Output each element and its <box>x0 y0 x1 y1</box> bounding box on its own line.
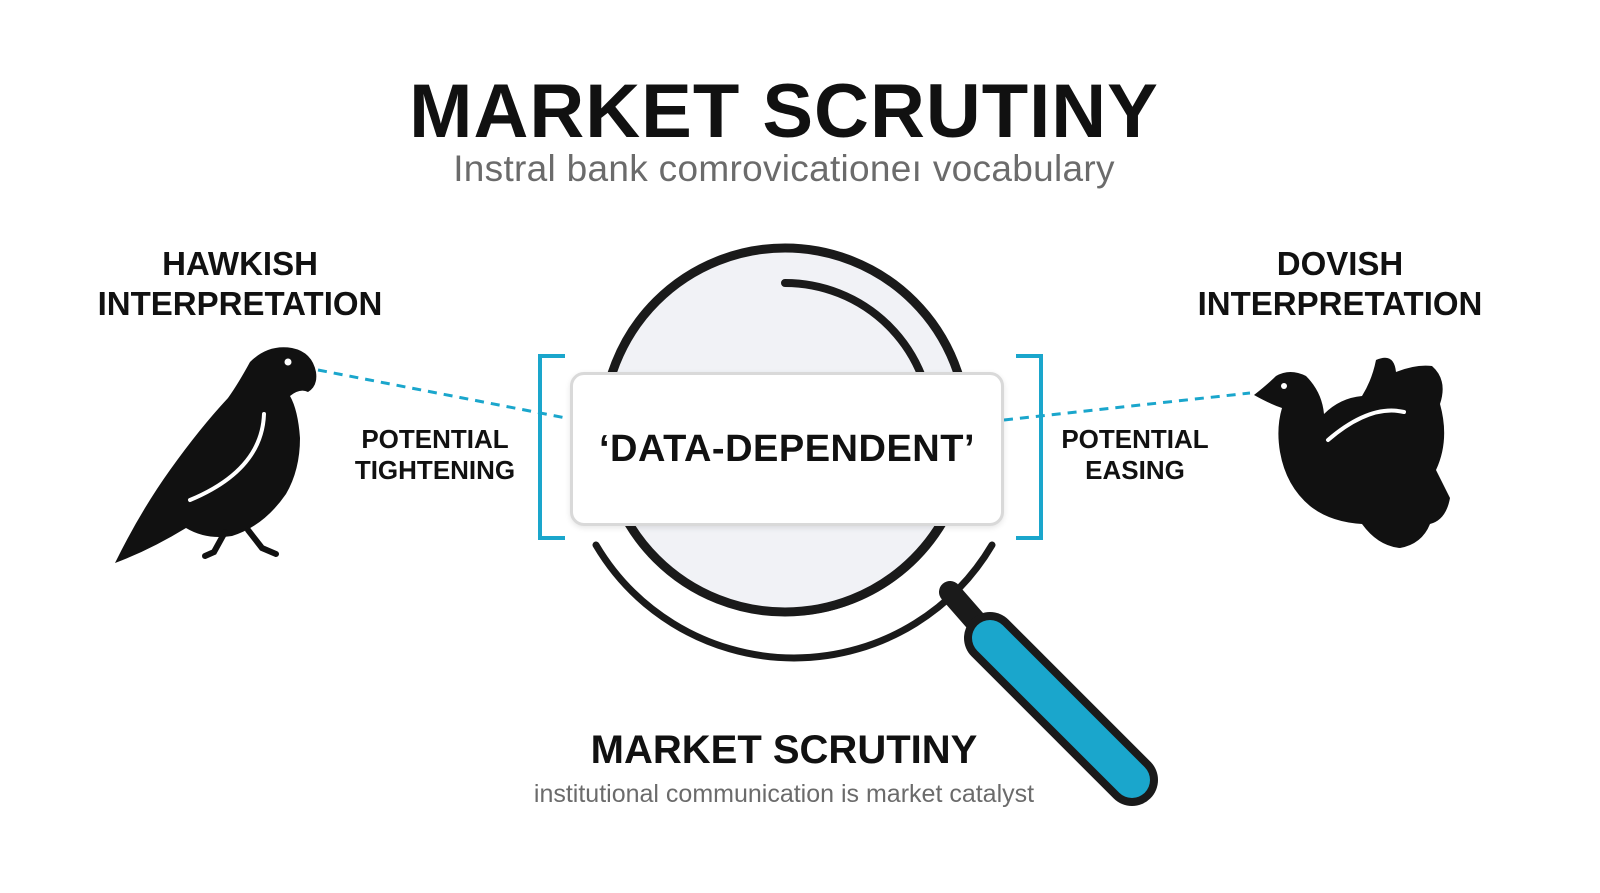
footer-caption: institutional communication is market ca… <box>533 780 1035 808</box>
dove-icon <box>1254 357 1450 548</box>
focus-term-text: ‘DATA-DEPENDENT’ <box>598 427 976 470</box>
page-subtitle: Instral bank comrovicationeı vocabulary <box>453 148 1115 189</box>
page-title: MARKET SCRUTINY <box>409 69 1159 154</box>
dovish-heading-text: DOVISH INTERPRETATION <box>1197 245 1483 322</box>
hawkish-heading: HAWKISH INTERPRETATION <box>80 244 400 324</box>
footer-title: MARKET SCRUTINY <box>590 728 978 772</box>
easing-note: POTENTIAL EASING <box>1040 424 1230 486</box>
hawkish-heading-text: HAWKISH INTERPRETATION <box>97 245 383 322</box>
dovish-heading: DOVISH INTERPRETATION <box>1180 244 1500 324</box>
tightening-note-text: POTENTIAL TIGHTENING <box>354 424 516 485</box>
right-bracket <box>1016 354 1043 540</box>
left-bracket <box>538 354 565 540</box>
easing-note-text: POTENTIAL EASING <box>1061 424 1209 485</box>
hawk-connector <box>317 368 567 420</box>
focus-term-card: ‘DATA-DEPENDENT’ <box>570 372 1004 526</box>
hawk-icon <box>115 347 317 563</box>
tightening-note: POTENTIAL TIGHTENING <box>340 424 530 486</box>
